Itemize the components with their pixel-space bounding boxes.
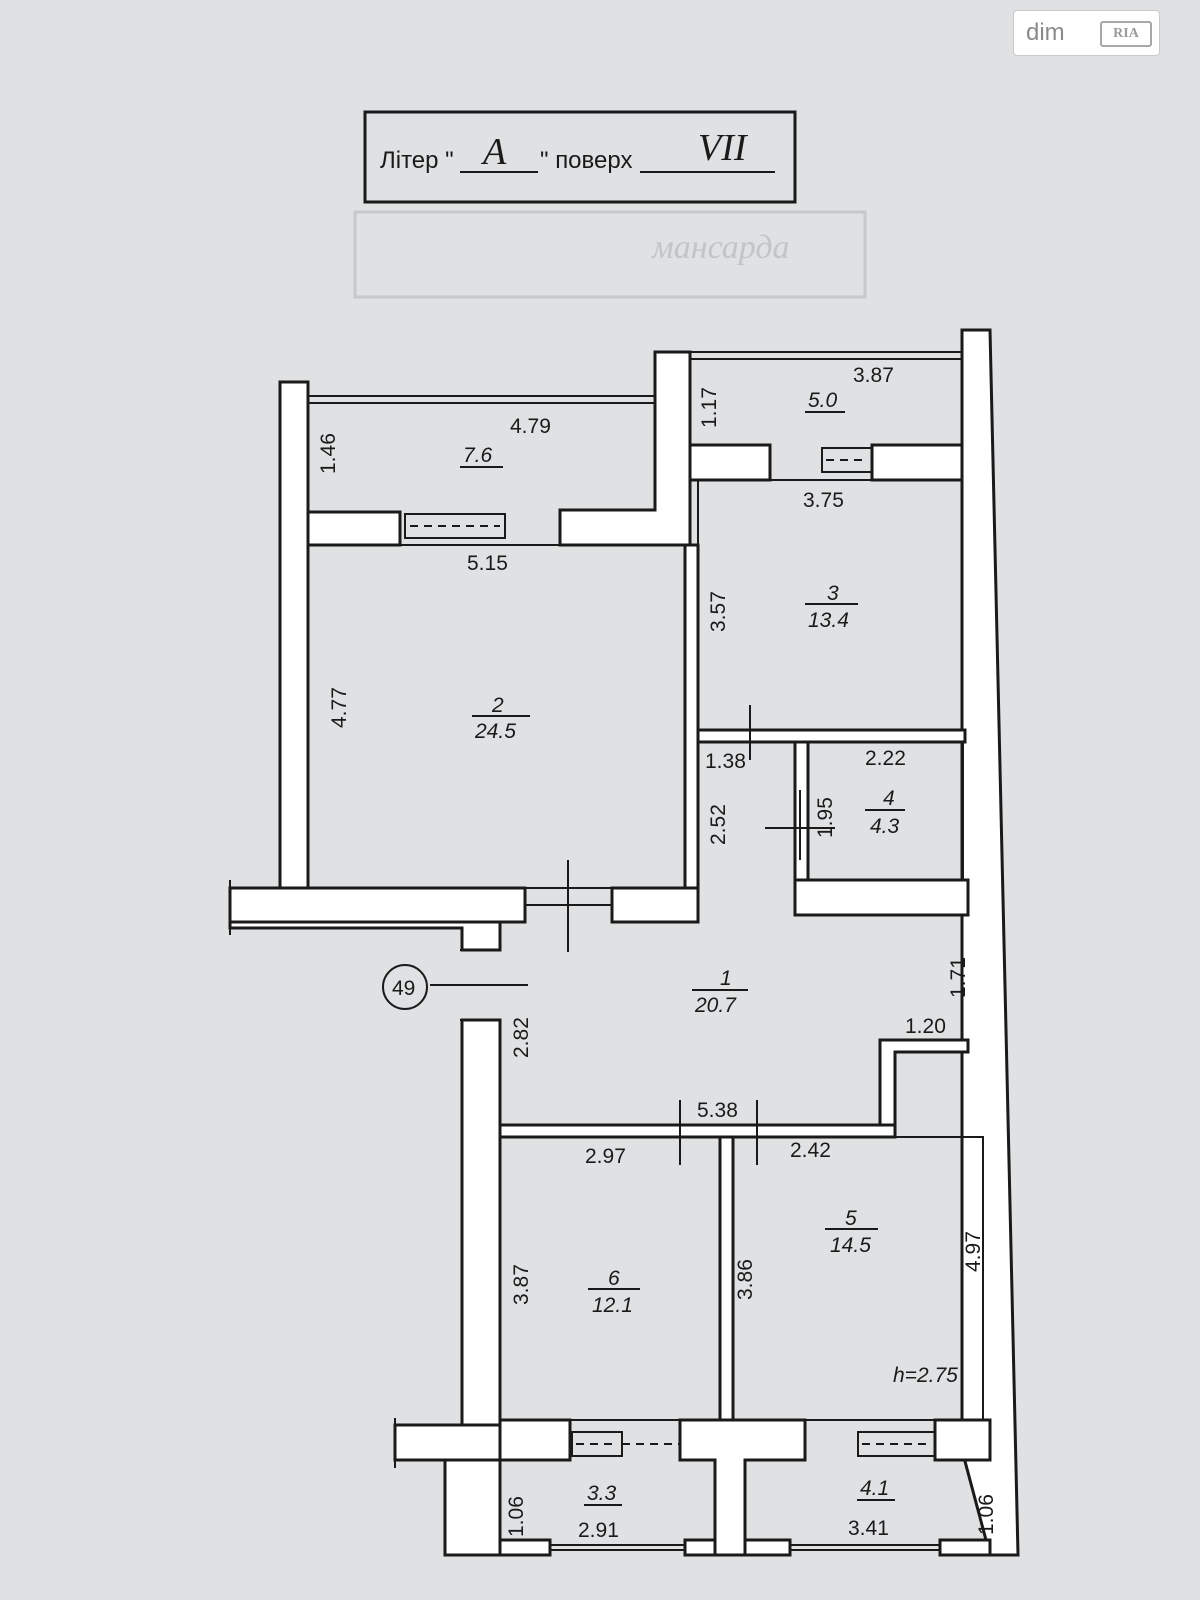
room-4-number: 4 [883, 787, 895, 810]
stamp-floor-label: " поверх [540, 147, 632, 174]
dim-2-97: 2.97 [585, 1145, 626, 1168]
dim-3-86: 3.86 [734, 1259, 757, 1300]
title-stamp: Літер " A " поверх VII [363, 110, 797, 204]
wall-balcony-right-left [688, 443, 772, 482]
dim-1-20: 1.20 [905, 1015, 946, 1038]
wall-bottom-balcony-left-end [498, 1538, 552, 1557]
room-1-number: 1 [720, 967, 732, 990]
wall-room3-bottom [696, 728, 967, 744]
room-6-number: 6 [608, 1267, 620, 1290]
wall-corridor-step [878, 1038, 970, 1132]
room-5-number: 5 [845, 1207, 857, 1230]
wall-room6-bottom [498, 1418, 572, 1462]
dim-2-52: 2.52 [707, 804, 730, 845]
balcony-4-1-area: 4.1 [860, 1477, 889, 1500]
wall-left-upper [278, 380, 310, 890]
dim-1-95: 1.95 [814, 797, 837, 838]
wall-bottom-balcony-right-end [938, 1538, 992, 1557]
dim-5-38: 5.38 [697, 1099, 738, 1122]
dim-2-82: 2.82 [510, 1017, 533, 1058]
wall-right-outer [960, 328, 1020, 1557]
door-marks [229, 705, 835, 1468]
wall-balcony-right-right [870, 443, 964, 482]
balcony-glazing [308, 351, 962, 1551]
room-labels: 7.6 5.0 2 24.5 3 13.4 4 4.3 1 20.7 5 14.… [460, 389, 958, 1506]
wall-left-bottom [443, 1458, 502, 1557]
wall-room6-room5 [718, 1135, 735, 1422]
wall-entry-left [228, 920, 502, 952]
wall-corridor-bottom [498, 1123, 897, 1139]
wall-room4-left [793, 740, 810, 882]
axis-marker: 49 [382, 964, 428, 1010]
dim-2-91: 2.91 [578, 1519, 619, 1542]
stamp-liter-value: A [480, 131, 507, 173]
wall-room2-bottom-right [610, 886, 700, 924]
wall-bottom-balcony-mid2 [743, 1538, 792, 1557]
room-1-area: 20.7 [694, 994, 737, 1017]
room-4-area: 4.3 [870, 815, 900, 838]
dim-3-87-top: 3.87 [853, 364, 894, 387]
dim-1-38: 1.38 [705, 750, 746, 773]
room-3-number: 3 [827, 582, 839, 605]
logo-brand-text: dim [1026, 19, 1065, 46]
dim-1-71: 1.71 [947, 957, 970, 998]
dim-3-41: 3.41 [848, 1517, 889, 1540]
axis-marker-circle [382, 964, 428, 1010]
room-outlines [307, 479, 984, 1421]
stamp-liter-label: Літер " [380, 147, 454, 174]
wall-balcony-mid-bottom [558, 350, 692, 547]
wall-balcony-left-bottom [306, 510, 402, 547]
wall-room2-right [683, 543, 700, 892]
wall-left-lower-stub [393, 1423, 502, 1462]
dim-4-97: 4.97 [962, 1231, 985, 1272]
room-6-outline [499, 1136, 721, 1421]
dim-1-06-right: 1.06 [975, 1494, 998, 1535]
dim-1-46: 1.46 [317, 433, 340, 474]
room-4-outline [807, 741, 964, 881]
wall-room5-bottom [933, 1418, 992, 1462]
window-openings [404, 447, 936, 1457]
balcony-3-3-area: 3.3 [587, 1482, 617, 1505]
room-3-area: 13.4 [808, 609, 849, 632]
title-stamp-frame [363, 110, 797, 204]
room-6-area: 12.1 [592, 1294, 633, 1317]
room-5-outline [732, 1136, 984, 1421]
axis-marker-label: 49 [392, 977, 415, 1000]
dim-1-17: 1.17 [698, 387, 721, 428]
dim-5-15: 5.15 [467, 552, 508, 575]
dim-3-87-left: 3.87 [510, 1264, 533, 1305]
dimria-watermark-logo: dim RIA [1013, 10, 1160, 56]
wall-room2-bottom-left [228, 886, 527, 924]
stamp-floor-value: VII [698, 127, 749, 169]
room-2-number: 2 [491, 694, 504, 717]
dim-4-77: 4.77 [328, 687, 351, 728]
room-5-area: 14.5 [830, 1234, 871, 1257]
balcony-5-0-area: 5.0 [808, 389, 838, 412]
ceiling-height: h=2.75 [893, 1364, 958, 1387]
wall-middle-bottom [678, 1418, 807, 1557]
dim-2-22: 2.22 [865, 747, 906, 770]
dimension-labels: 4.79 1.46 3.87 1.17 3.75 5.15 3.57 4.77 … [317, 364, 998, 1542]
dim-2-42: 2.42 [790, 1139, 831, 1162]
wall-room4-bottom [793, 878, 970, 917]
window-room5 [857, 1431, 936, 1457]
room-2-area: 24.5 [474, 720, 516, 743]
room-2-outline [307, 544, 686, 889]
dim-1-06-left: 1.06 [505, 1496, 528, 1537]
ghost-stamp-frame [353, 210, 867, 299]
dim-4-79: 4.79 [510, 415, 551, 438]
window-room2 [404, 513, 506, 539]
wall-left-lower [460, 1018, 502, 1427]
wall-bottom-balcony-mid [683, 1538, 717, 1557]
ghost-stamp: мансарда [353, 210, 867, 299]
logo-ria-badge: RIA [1100, 21, 1152, 47]
window-room3 [821, 447, 873, 473]
balcony-7-6-area: 7.6 [463, 444, 493, 467]
dim-3-57: 3.57 [707, 591, 730, 632]
ghost-stamp-text: мансарда [651, 229, 790, 266]
dim-3-75: 3.75 [803, 489, 844, 512]
